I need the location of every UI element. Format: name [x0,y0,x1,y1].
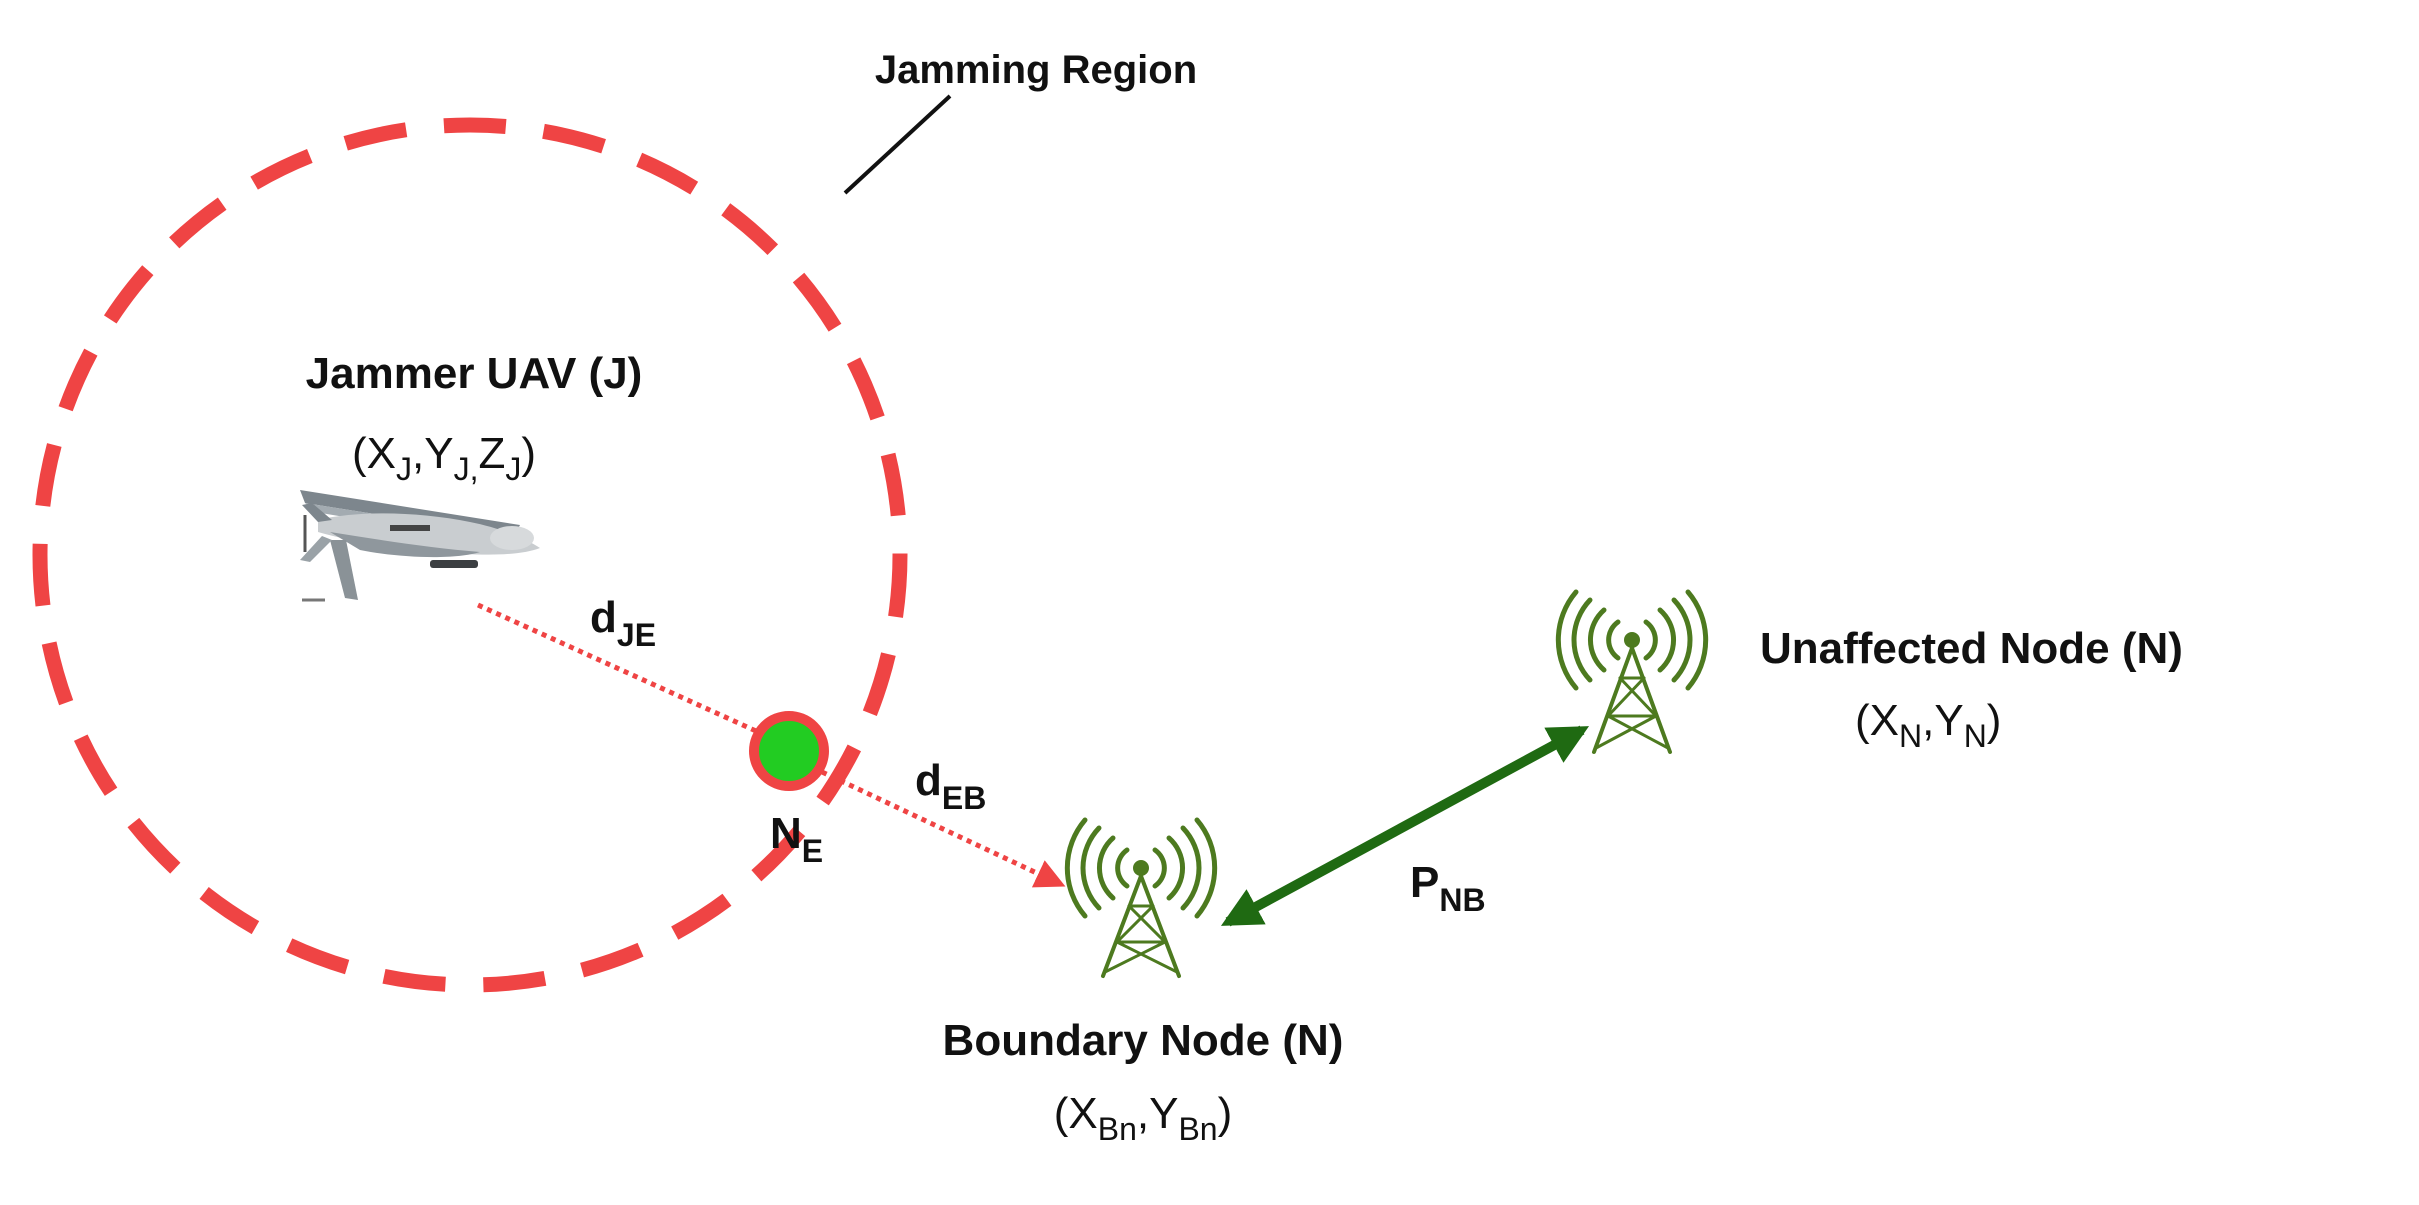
radio-tower-icon [1064,817,1218,978]
jammer-title: Jammer UAV (J) [306,349,643,398]
distance-je-label: dJE [590,593,656,653]
link-pnb-label: PNB [1410,858,1486,918]
node-e-label: NE [770,809,823,869]
unaffected-node-title: Unaffected Node (N) [1760,624,2183,673]
unaffected-node-coordinate: (XN,YN) [1855,696,2001,754]
boundary-node-title: Boundary Node (N) [943,1016,1344,1065]
distance-eb-label: dEB [915,756,986,816]
radio-tower-icon [1555,589,1709,754]
distance-je-line [476,602,758,734]
jamming-region-label: Jamming Region [875,48,1197,92]
distance-eb-arrow [820,769,1066,888]
boundary-node-coordinate: (XBn,YBn) [1054,1089,1233,1147]
jamming-region-circle [32,117,908,993]
node-e-marker [749,711,829,791]
uav-drone-icon [300,490,540,602]
link-pnb-arrow [1220,725,1590,927]
jamming-region-leader-line [843,94,952,195]
jammer-coordinate: (XJ,YJ,ZJ) [352,429,536,487]
